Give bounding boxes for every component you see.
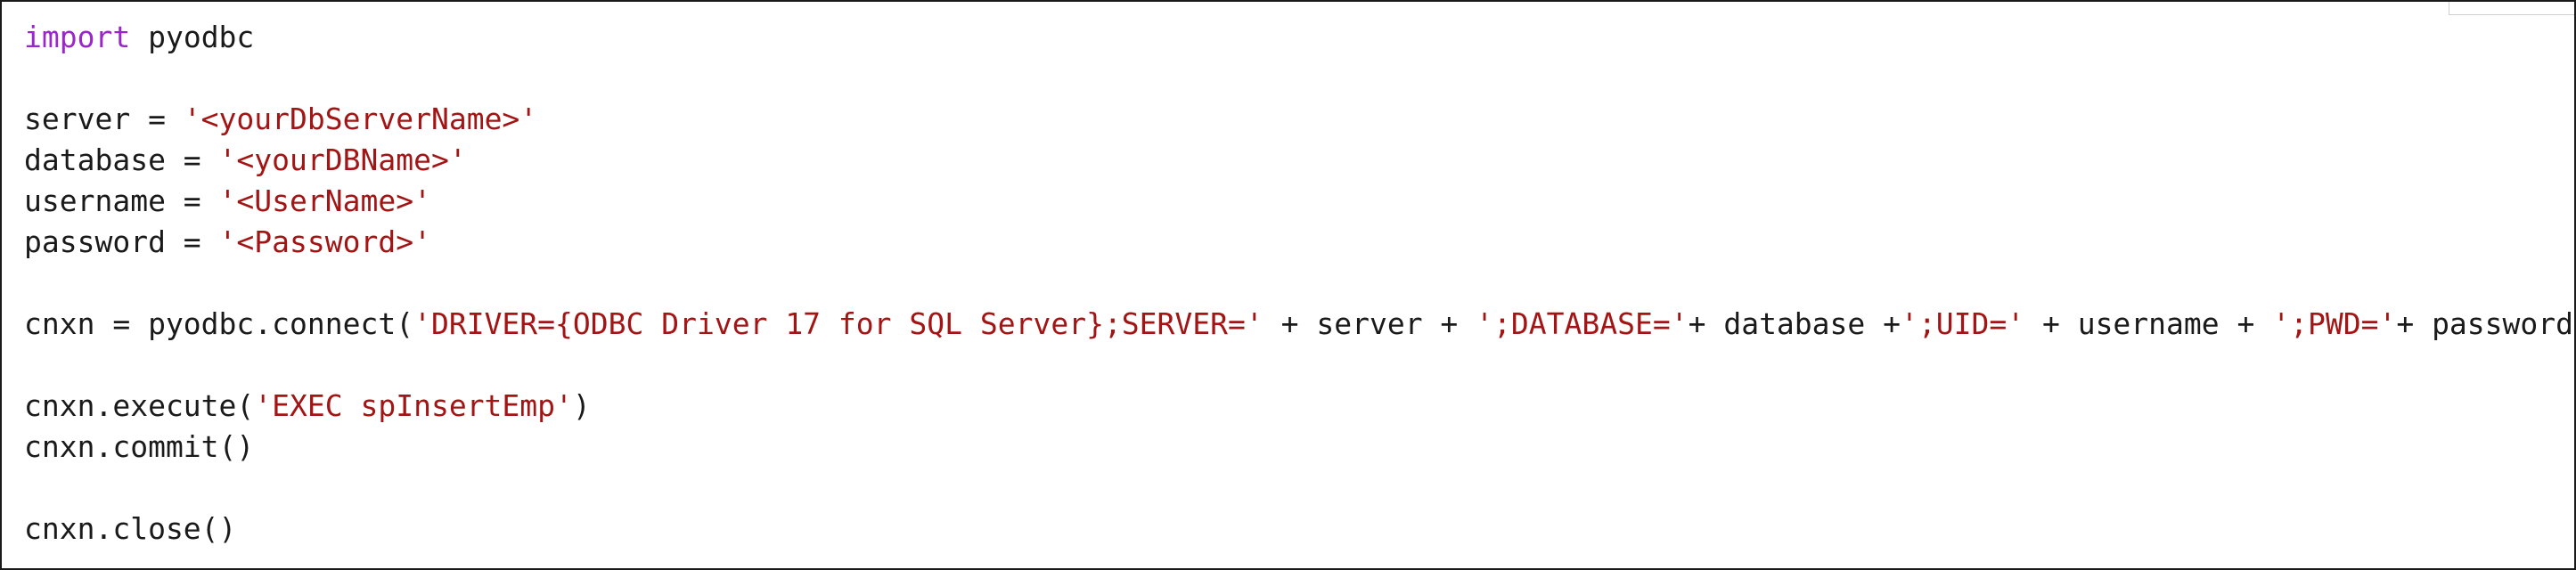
string-literal: 'DRIVER={ODBC Driver 17 for SQL Server};… bbox=[413, 306, 1263, 341]
code-line-execute: cnxn.execute('EXEC spInsertEmp') bbox=[24, 386, 2576, 427]
code-text: + database + bbox=[1688, 306, 1901, 341]
code-text: database = bbox=[24, 142, 219, 177]
code-line-password: password = '<Password>' bbox=[24, 222, 2576, 263]
code-text: cnxn.commit() bbox=[24, 429, 255, 464]
string-literal: '<Password>' bbox=[218, 224, 431, 259]
code-line-blank bbox=[24, 468, 2576, 509]
string-literal: ';PWD=' bbox=[2272, 306, 2397, 341]
code-line-server: server = '<yourDbServerName>' bbox=[24, 99, 2576, 140]
code-line-close: cnxn.close() bbox=[24, 509, 2576, 550]
code-line-blank bbox=[24, 58, 2576, 99]
code-block: import pyodbc server = '<yourDbServerName… bbox=[24, 17, 2576, 550]
code-text: cnxn.close() bbox=[24, 511, 237, 546]
code-line-commit: cnxn.commit() bbox=[24, 427, 2576, 468]
code-text: cnxn = pyodbc.connect( bbox=[24, 306, 414, 341]
code-line-1: import pyodbc bbox=[24, 17, 2576, 58]
code-line-connect: cnxn = pyodbc.connect('DRIVER={ODBC Driv… bbox=[24, 304, 2576, 345]
code-text: ) bbox=[572, 388, 591, 423]
string-literal: ';UID=' bbox=[1901, 306, 2025, 341]
keyword-import: import bbox=[24, 20, 131, 54]
code-line-blank bbox=[24, 345, 2576, 386]
string-literal: '<UserName>' bbox=[218, 183, 431, 218]
corner-tab bbox=[2449, 2, 2574, 15]
string-literal: ';DATABASE=' bbox=[1476, 306, 1689, 341]
code-line-blank bbox=[24, 263, 2576, 304]
code-text: + server + bbox=[1263, 306, 1476, 341]
code-text: pyodbc bbox=[130, 20, 255, 54]
code-text: server = bbox=[24, 102, 184, 136]
code-text: password = bbox=[24, 224, 219, 259]
string-literal: 'EXEC spInsertEmp' bbox=[254, 388, 573, 423]
string-literal: '<yourDbServerName>' bbox=[183, 102, 538, 136]
code-text: + username + bbox=[2024, 306, 2273, 341]
code-text: username = bbox=[24, 183, 219, 218]
code-text: cnxn.execute( bbox=[24, 388, 255, 423]
code-line-database: database = '<yourDBName>' bbox=[24, 140, 2576, 181]
code-line-username: username = '<UserName>' bbox=[24, 181, 2576, 222]
code-text: + password) bbox=[2396, 306, 2576, 341]
string-literal: '<yourDBName>' bbox=[218, 142, 467, 177]
